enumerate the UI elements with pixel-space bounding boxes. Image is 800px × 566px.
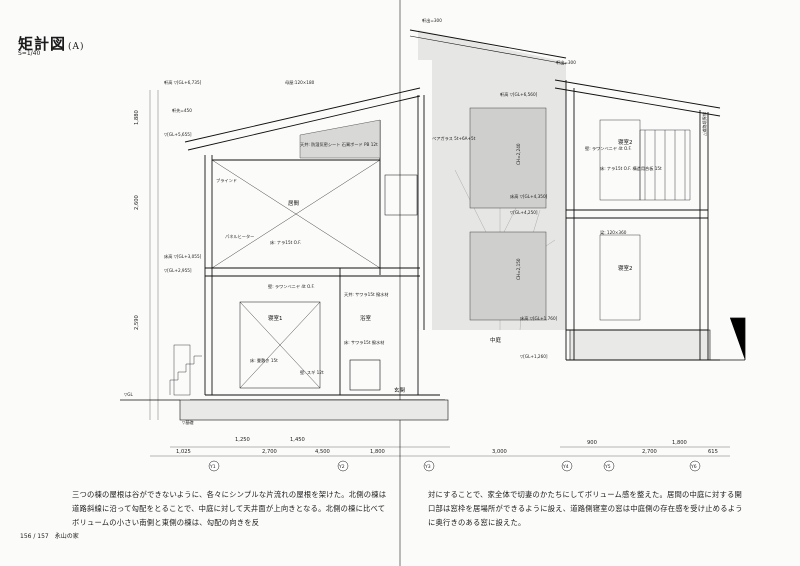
body-text-right: 対にすることで、家全体で切妻のかたちにしてボリューム感を整えた。居間の中庭に対す… [428,490,743,527]
glazing-label: ペアガラス 5t+6A+5t [432,135,476,142]
dim-4500: 4,500 [315,449,330,455]
book-gutter [399,0,401,566]
court-roof [409,29,567,59]
note-floor-tatami: 床: 畳敷き 15t [250,357,278,364]
note-ceiling-pb: 天井: 防湿気密シート 石膏ボード PB 12t [300,141,378,148]
grid-label-y4: Y4 [562,464,569,470]
south-wing [554,79,721,361]
stairs-entry [169,344,202,396]
living-diagonals [211,159,381,269]
note-ceiling-sawara: 天井: サワラ15t 撥水材 [344,291,389,298]
page-folio: 156 / 157 永山の家 [20,533,79,540]
note-floor-oak: 床: ナラ15t O.F. [270,239,301,246]
grid-label-y5: Y5 [604,464,611,470]
grid-label-y3: Y3 [424,464,431,470]
level-foundation: ▽基礎 [182,419,194,426]
dim-2600: 2,600 [134,195,140,210]
level-gl3055: 床高 ▽[GL+3,055] [164,253,202,260]
grid-axes [208,460,701,472]
dimension-lines [150,446,730,457]
level-gl1760: 床高 ▽[GL+1,760] [520,315,558,322]
grid-axis-y6 [689,460,701,472]
level-gl1260: ▽[GL+1,260] [520,354,548,359]
level-eave300-right: 軒出=300 [556,59,576,66]
grid-axis-y1 [208,460,220,472]
drawing-scale: S=1/40 [18,50,41,57]
grid-label-y2: Y2 [338,464,345,470]
north-wing [184,87,445,401]
dim-1800-left: 1,800 [370,449,385,455]
note-floor-sawara: 床: サワラ15t 撥水材 [344,339,384,346]
level-gl5655: ▽[GL+5,655] [164,132,192,137]
room-bedroom2-upper: 寝室2 [618,138,633,146]
blind-label: ブラインド [216,177,237,184]
dim-615: 615 [708,449,718,455]
level-gl6735: 軒高 ▽[GL+6,735] [164,79,202,86]
level-eave450: 軒先=450 [172,107,192,114]
road-boundary: △道路境界線 [701,111,708,136]
left-page [0,0,400,566]
level-gl4350: 床高 ▽[GL+4,350] [510,193,548,200]
dim-1025: 1,025 [176,449,191,455]
note-beam: 梁: 120×360 [600,229,627,236]
dim-1250: 1,250 [235,437,250,443]
ceiling-height-2150: CH=2,150 [516,258,521,280]
room-bedroom2-lower: 寝室2 [618,264,633,272]
grid-axis-y2 [337,460,349,472]
note-floor-oak-r: 床: ナラ15t O.F. 構造用合板 15t [600,165,662,172]
bathtub [349,359,381,391]
note-wall-plywood-r: 壁: ラワンベニヤ 4t O.F. [585,145,632,152]
vertical-dim-lines [149,90,159,420]
glazing-lower [469,231,547,321]
room-living: 居間 [288,200,300,207]
south-wing-details [599,119,691,321]
foundation [179,329,711,421]
level-eave300-center: 軒出=300 [422,17,442,24]
dim-2700-left: 2,700 [262,449,277,455]
court-roof-inner [409,35,567,65]
level-gl6560: 軒高 ▽[GL+6,560] [500,91,538,98]
level-gl4250: ▽[GL+4,250] [510,210,538,215]
note-wall-cedar: 壁: スギ 12t [300,369,324,375]
body-text-left: 三つの棟の屋根は谷ができないように、各々にシンプルな片流れの屋根を架けた。北側の… [72,490,387,527]
purlin-label: 母屋:120×180 [285,80,315,86]
room-court: 中庭 [490,336,502,344]
dim-3000: 3,000 [492,449,507,455]
skylight-hatch [299,119,381,159]
dim-2590: 2,590 [134,315,140,330]
title-main: 矩計図 [18,35,67,53]
note-wall-plywood: 壁: ラワンベニヤ 4t O.F. [268,283,315,290]
room-bedroom1: 寝室1 [268,314,283,322]
dim-1800-right: 1,800 [672,440,687,446]
drawing-title: 矩計図(A) [18,33,85,54]
dim-2700-right: 2,700 [642,449,657,455]
level-gl2955: ▽[GL+2,955] [164,268,192,273]
dim-900: 900 [587,440,597,446]
title-suffix: (A) [68,42,85,52]
glazing-upper [469,107,547,209]
bed-box [239,301,321,389]
panel-heater-label: パネルヒーター [225,233,254,240]
room-hall: 玄関 [394,386,406,394]
grid-label-y6: Y6 [690,464,697,470]
room-bathroom: 浴室 [360,314,372,322]
level-gl: ▽GL [124,392,133,397]
ceiling-height-2240: CH=2,240 [516,143,521,165]
grid-axis-y3 [423,460,435,472]
grid-label-y1: Y1 [209,464,216,470]
grid-axis-y4 [561,460,573,472]
high-window [384,174,418,216]
bedroom-diagonals [239,301,321,389]
dim-1880: 1,880 [134,110,140,125]
dim-1450: 1,450 [290,437,305,443]
grid-axis-y5 [603,460,615,472]
